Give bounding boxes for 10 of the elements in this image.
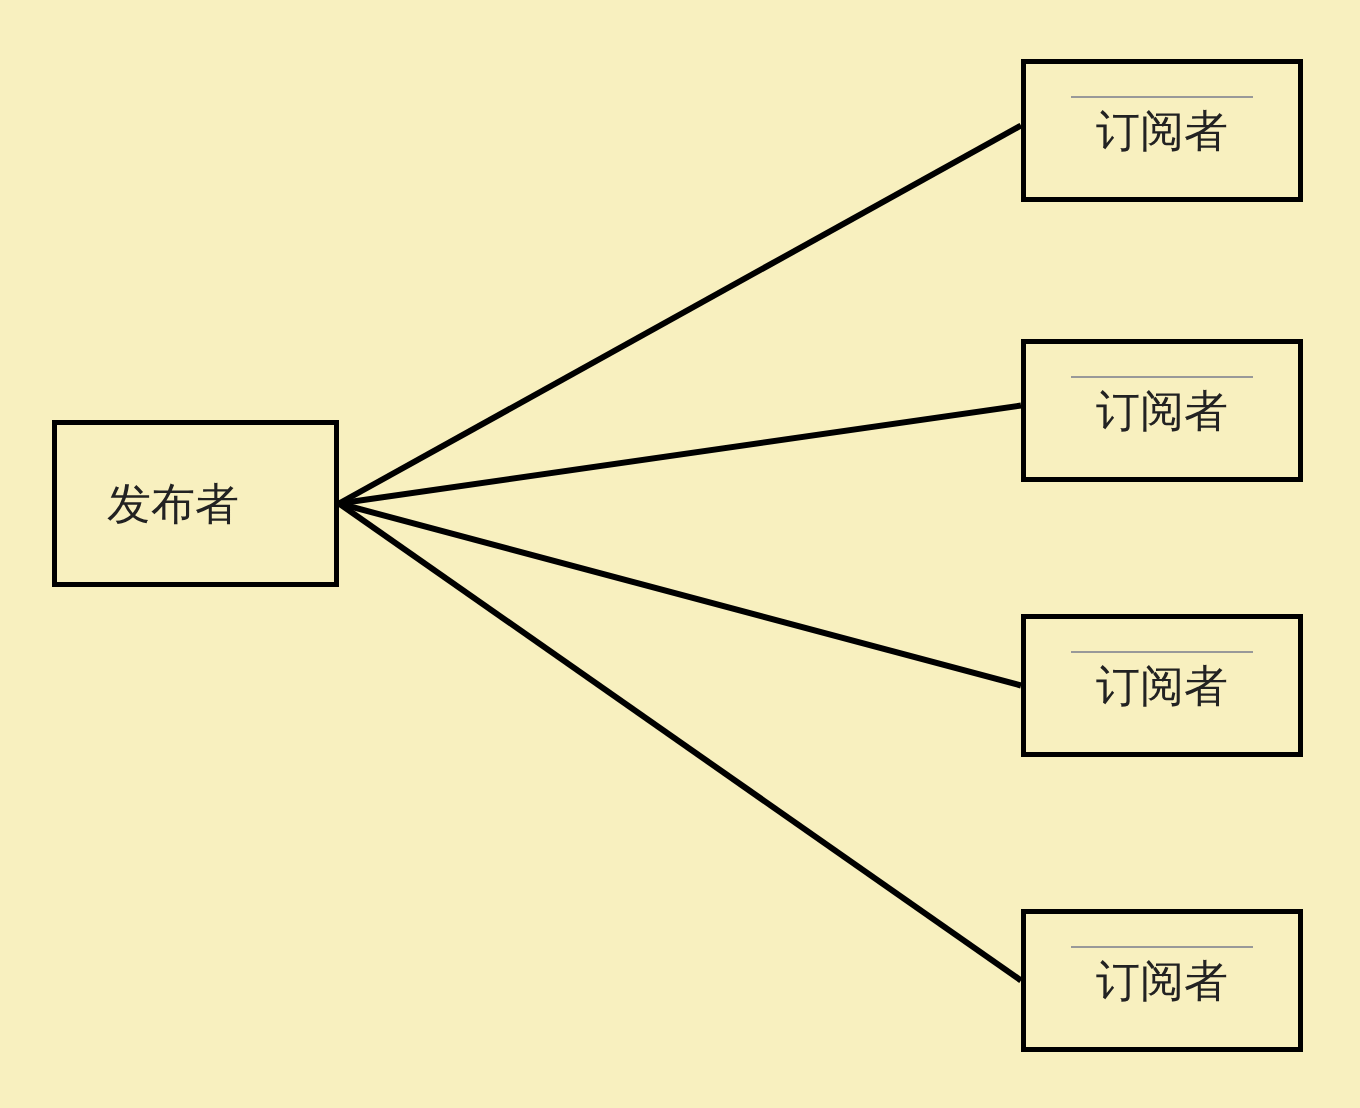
box-label: 订阅者 [1095,103,1229,157]
box-label: 发布者 [106,476,240,530]
box-label: 订阅者 [1095,383,1229,437]
process-box [1021,614,1303,757]
process-box [1021,339,1303,482]
process-box [52,420,339,587]
process-box [1021,909,1303,1052]
box-label: 订阅者 [1095,658,1229,712]
box-label: 订阅者 [1095,953,1229,1007]
process-box [1021,59,1303,202]
